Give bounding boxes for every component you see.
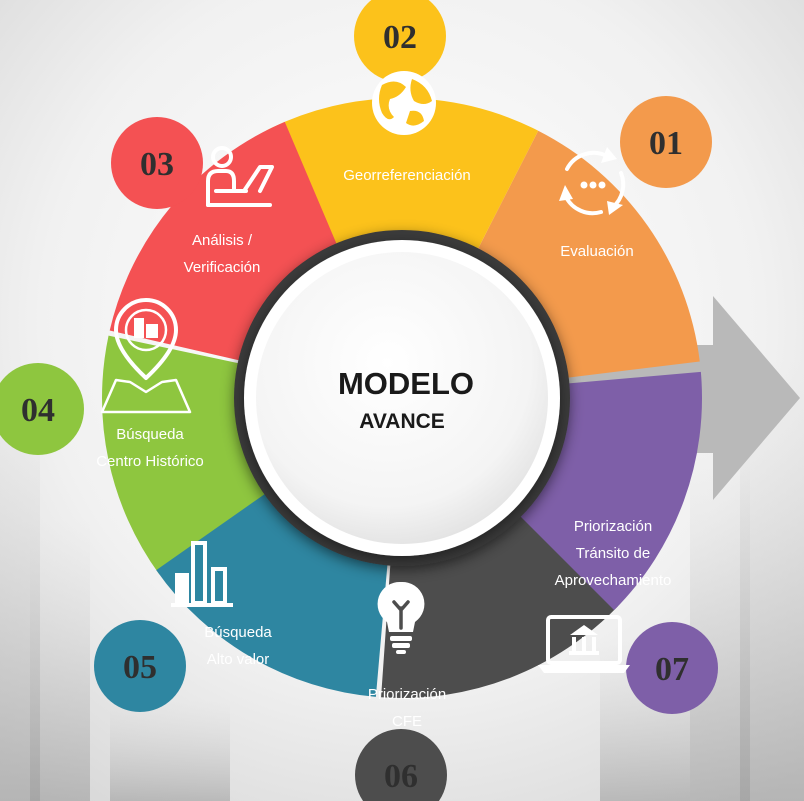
segment-02 — [265, 97, 539, 274]
segment-07-number-tab — [626, 622, 718, 714]
segment-07-label-line: Priorización — [574, 518, 652, 535]
segment-02-number: 02 — [383, 19, 417, 56]
lightbulb-icon — [377, 581, 425, 654]
person-laptop-icon — [206, 146, 274, 207]
segment-06-label-line: Priorización — [368, 686, 446, 703]
segment-04-label-line: Búsqueda — [116, 426, 184, 443]
buildings-icon — [171, 541, 233, 607]
segment-05-number-tab — [94, 620, 186, 712]
center-subtitle: AVANCE — [359, 410, 445, 433]
laptop-bank-icon — [538, 615, 630, 673]
segment-07-label-line: Aprovechamiento — [555, 572, 672, 589]
segment-06-number: 06 — [384, 758, 418, 795]
segment-05-label-line: Alto valor — [207, 651, 270, 668]
segment-05-label-line: Búsqueda — [204, 624, 272, 641]
segment-05-number: 05 — [123, 649, 157, 686]
map-pin-building-icon — [100, 298, 192, 414]
segment-02-label-line: Georreferenciación — [343, 167, 471, 184]
cycle-arrows-icon — [559, 147, 626, 216]
segment-06-label-line: CFE — [392, 713, 422, 730]
segment-01-label-line: Evaluación — [560, 243, 633, 260]
segment-03-label-line: Análisis / — [192, 232, 253, 249]
segment-07-number: 07 — [655, 651, 689, 688]
segment-02-number-tab — [354, 0, 446, 82]
segment-01-number-tab — [620, 96, 712, 188]
segment-06-number-tab — [355, 729, 447, 801]
segment-04-number-tab — [0, 363, 84, 455]
segment-07-label-line: Tránsito de — [576, 545, 650, 562]
segment-03-number-tab — [111, 117, 203, 209]
center-circle: MODELO AVANCE — [234, 230, 570, 566]
globe-icon — [372, 71, 436, 135]
segment-03-number: 03 — [140, 146, 174, 183]
segment-03-label-line: Verificación — [184, 259, 261, 276]
center-title: MODELO — [338, 366, 474, 401]
segment-01-number: 01 — [649, 125, 683, 162]
segment-04-label-line: Centro Histórico — [96, 453, 204, 470]
segment-04-number: 04 — [21, 392, 55, 429]
